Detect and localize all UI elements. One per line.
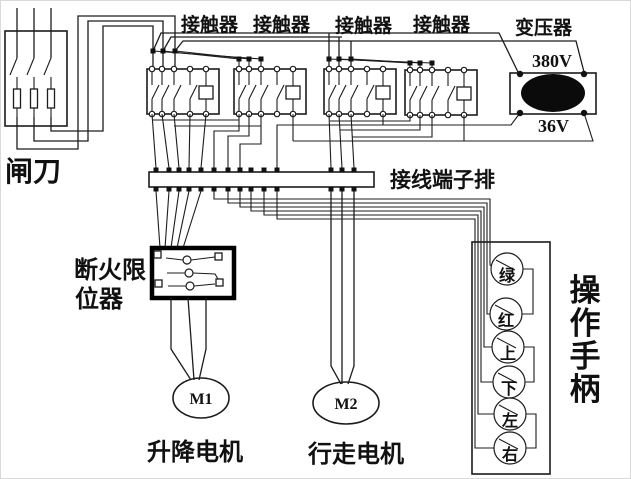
terminal-strip-box xyxy=(148,171,375,188)
button-left-label: 左 xyxy=(501,411,518,430)
contactor-3-label: 接触器 xyxy=(335,14,393,37)
handle-label-char-1: 操 xyxy=(570,273,601,308)
motor-m2-id: M2 xyxy=(334,396,357,413)
motor-m1-id: M1 xyxy=(189,391,212,408)
secondary-voltage-label: 36V xyxy=(538,116,569,136)
contactor-3 xyxy=(323,65,397,118)
operating-handle: 绿 红 上 下 左 右 xyxy=(471,241,551,475)
button-right-label: 右 xyxy=(502,445,518,464)
limiter-label-line2: 位器 xyxy=(75,285,124,313)
terminal-strip xyxy=(148,167,375,192)
motor-m1-caption: 升降电机 xyxy=(147,438,243,466)
contactor-2 xyxy=(233,65,307,118)
fire-limiter xyxy=(149,245,237,301)
knife-pole-3 xyxy=(43,7,56,118)
operating-handle-box xyxy=(471,241,551,475)
contactor-4 xyxy=(404,66,478,119)
button-up-label: 上 xyxy=(500,345,516,363)
contactor-4-label: 接触器 xyxy=(413,13,471,36)
limiter-label-line1: 断火限 xyxy=(74,256,146,284)
transformer-label: 变压器 xyxy=(515,16,573,39)
terminal-strip-label: 接线端子排 xyxy=(390,168,495,192)
contactor-output-wires xyxy=(151,112,594,169)
motor-m2-caption: 行走电机 xyxy=(307,440,404,468)
strip-output-wires xyxy=(155,190,494,449)
motor-m1: M1 xyxy=(172,377,230,419)
transformer xyxy=(509,70,597,117)
handle-label-char-4: 柄 xyxy=(570,372,601,407)
transformer-box xyxy=(509,72,597,115)
contactor-2-label: 接触器 xyxy=(253,13,311,36)
primary-voltage-label: 380V xyxy=(532,51,572,71)
knife-switch-label: 闸刀 xyxy=(5,156,61,188)
knife-switch xyxy=(4,7,68,127)
labels: 接触器 接触器 接触器 接触器 变压器 380V 36V 闸刀 接线端子排 断火… xyxy=(5,13,601,468)
contactor-1-label: 接触器 xyxy=(181,13,239,36)
motor-m2: M2 xyxy=(312,381,380,425)
knife-switch-box xyxy=(4,30,68,127)
supply-wires xyxy=(16,15,176,150)
handle-label-char-2: 作 xyxy=(570,306,601,341)
fire-limiter-box xyxy=(149,245,237,301)
handle-label-char-3: 手 xyxy=(570,339,601,374)
limiter-to-m1-wires xyxy=(170,297,207,381)
handle-label-vertical: 操 作 手 柄 xyxy=(570,273,601,407)
button-down-label: 下 xyxy=(501,381,517,398)
button-red-label: 红 xyxy=(498,311,514,330)
knife-pole-2 xyxy=(26,7,39,118)
contactor-1 xyxy=(146,65,220,118)
knife-pole-1 xyxy=(9,7,22,118)
transformer-core xyxy=(521,74,585,112)
button-green-label: 绿 xyxy=(499,266,516,285)
terminal-strip-terminals xyxy=(153,167,357,192)
junction-dots xyxy=(150,48,435,66)
